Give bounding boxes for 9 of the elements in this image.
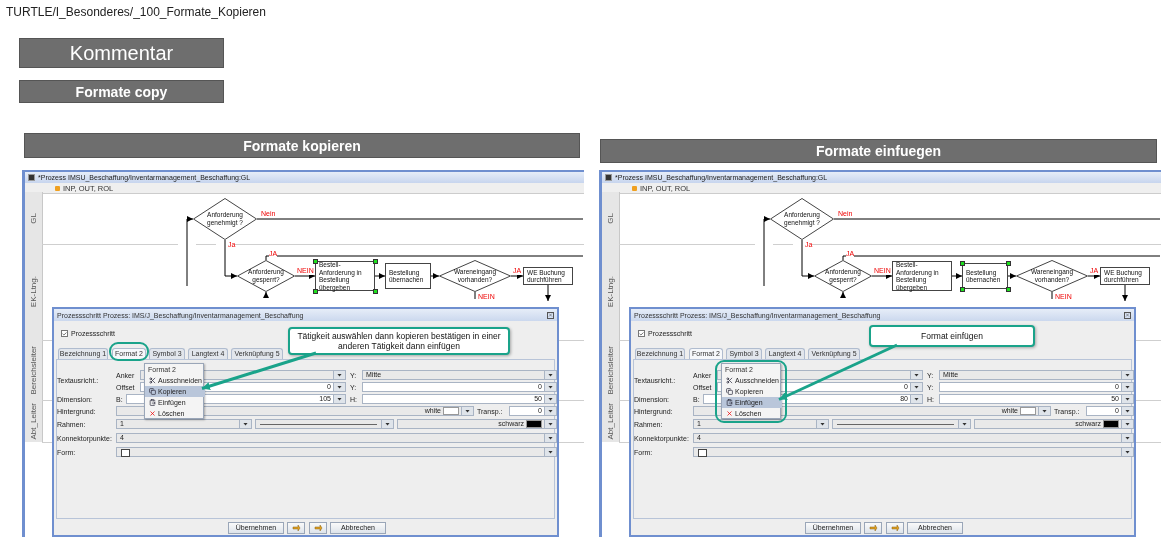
lane-label: GL: [606, 212, 615, 224]
lane-label: Bereichsleiter: [29, 345, 38, 395]
lane-label: EK-Ltng.: [606, 276, 615, 308]
lane-label: GL: [29, 212, 38, 224]
lane-label: EK-Ltng.: [29, 276, 38, 308]
lane-label: Abt_Leiter: [29, 402, 38, 440]
lane-label: Bereichsleiter: [606, 345, 615, 395]
lane-label: Abt_Leiter: [606, 402, 615, 440]
file-path: TURTLE/I_Besonderes/_100_Formate_Kopieren: [6, 5, 266, 19]
